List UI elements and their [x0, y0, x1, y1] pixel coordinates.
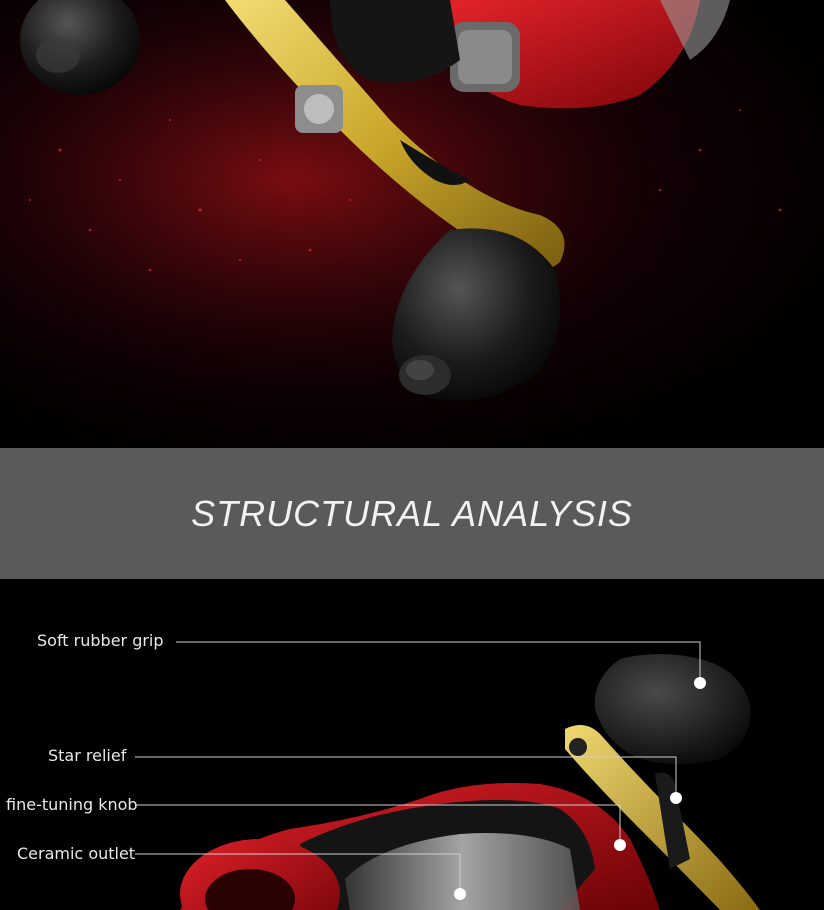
structural-analysis-diagram: Soft rubber grip Star relief fine-tuning… — [0, 579, 824, 910]
section-title-banner: STRUCTURAL ANALYSIS — [0, 448, 824, 579]
callout-label-ceramic-outlet: Ceramic outlet — [17, 844, 136, 863]
section-title: STRUCTURAL ANALYSIS — [191, 492, 633, 534]
reel-handle-closeup-illustration — [0, 0, 824, 448]
callout-label-fine-tuning-knob: fine-tuning knob — [6, 795, 138, 814]
hero-product-photo — [0, 0, 824, 448]
reel-diagram-illustration — [135, 641, 760, 910]
callout-label-star-relief: Star relief — [48, 746, 127, 765]
callout-label-soft-rubber-grip: Soft rubber grip — [37, 631, 164, 650]
